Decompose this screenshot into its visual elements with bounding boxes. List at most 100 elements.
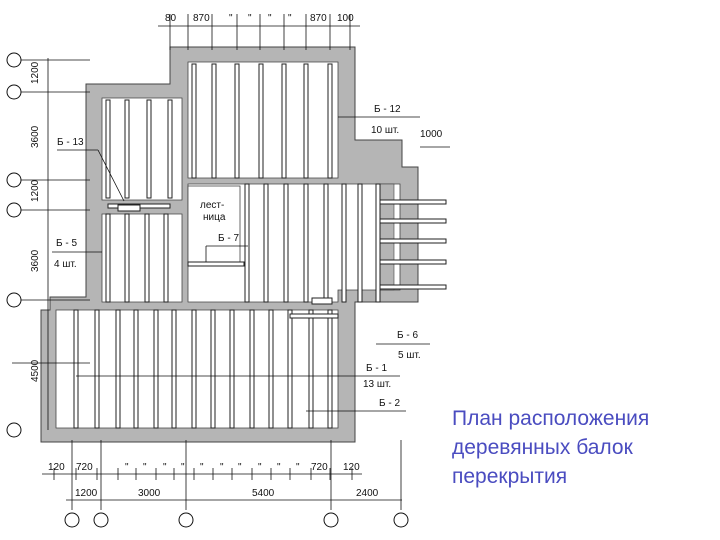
dim-bot1-1: 720 (76, 462, 93, 473)
label-b1-qty: 13 шт. (363, 379, 391, 390)
beam-south-0 (73, 309, 79, 429)
label-stair-2: ница (203, 212, 226, 223)
beam-b13-support (117, 204, 141, 212)
dim-top-1: 870 (193, 13, 210, 24)
beam-north-3 (258, 63, 264, 179)
beam-center-6 (357, 183, 363, 303)
beam-b6-4 (379, 284, 447, 290)
beam-b6-3 (379, 259, 447, 265)
label-b13: Б - 13 (57, 137, 84, 148)
dim-bot1-6: " (200, 462, 204, 473)
caption-line-2: деревянных балок (452, 436, 633, 459)
beam-west-3 (163, 213, 169, 303)
grid-circle-left-0 (6, 52, 22, 68)
dim-top-2: " (229, 13, 233, 24)
dim-bot1-10: " (277, 462, 281, 473)
label-b1: Б - 1 (366, 363, 387, 374)
label-b6-qty: 5 шт. (398, 350, 421, 361)
caption-line-1: План расположения (452, 407, 650, 430)
plan-caption: План расположения деревянных балок перек… (452, 404, 714, 491)
beam-north-1 (211, 63, 217, 179)
beam-south-11 (287, 309, 293, 429)
grid-circle-bottom-2 (178, 512, 194, 528)
dim-bot1-3: " (143, 462, 147, 473)
dim-left-2: 1200 (30, 179, 41, 202)
room-south (55, 309, 339, 429)
beam-b6-1 (379, 218, 447, 224)
beam-south-10 (268, 309, 274, 429)
label-b12: Б - 12 (374, 104, 401, 115)
dim-bot1-5: " (181, 462, 185, 473)
room-center (187, 183, 401, 303)
dim-top-5: " (288, 13, 292, 24)
beam-south-1 (94, 309, 100, 429)
beam-south-5 (171, 309, 177, 429)
dim-bot1-11: " (296, 462, 300, 473)
grid-circle-bottom-4 (393, 512, 409, 528)
dim-bot1-8: " (238, 462, 242, 473)
grid-circle-bottom-1 (93, 512, 109, 528)
dimension-text-left: 1200 3600 1200 3600 4500 (30, 61, 41, 382)
dimension-text-bottom-2: 1200 3000 5400 2400 (75, 488, 379, 499)
beam-nw-1 (124, 99, 130, 199)
beam-north-4 (281, 63, 287, 179)
beam-center-3 (303, 183, 309, 303)
leader-b13-diag (97, 149, 125, 202)
beam-south-4 (153, 309, 159, 429)
grid-circle-bottom-0 (64, 512, 80, 528)
beams (73, 63, 381, 429)
b6-beams (117, 199, 447, 305)
label-b7: Б - 7 (218, 233, 239, 244)
beam-b6-2 (379, 238, 447, 244)
grid-circle-left-4 (6, 292, 22, 308)
label-b5-qty: 4 шт. (54, 259, 77, 270)
room-west (101, 213, 183, 303)
dim-bot2-1: 3000 (138, 488, 161, 499)
dim-top-3: " (248, 13, 252, 24)
dim-bot1-2: " (125, 462, 129, 473)
grid-axes (6, 52, 409, 528)
label-b5: Б - 5 (56, 238, 77, 249)
beam-south-12 (308, 309, 314, 429)
dim-bot2-0: 1200 (75, 488, 98, 499)
stair-well (187, 185, 241, 265)
grid-circle-left-5 (6, 422, 22, 438)
beam-labels: Б - 13 Б - 12 10 шт. лест- ница Б - 7 Б … (54, 104, 421, 409)
beam-south-7 (210, 309, 216, 429)
beam-north-2 (234, 63, 240, 179)
dimension-lines (12, 14, 450, 510)
beam-b7 (187, 261, 245, 267)
beam-b6-0 (379, 199, 447, 205)
beam-south-8 (229, 309, 235, 429)
dim-top-0: 80 (165, 13, 177, 24)
beam-center-1 (263, 183, 269, 303)
label-stair-1: лест- (200, 200, 224, 211)
dim-bot1-0: 120 (48, 462, 65, 473)
room-northwest (101, 97, 183, 201)
beam-nw-0 (105, 99, 111, 199)
beam-nw-2 (146, 99, 152, 199)
beam-south-13 (327, 309, 333, 429)
beam-center-4 (323, 183, 329, 303)
beam-south-header (289, 313, 339, 319)
beam-nw-3 (167, 99, 173, 199)
dim-bot1-13: 120 (343, 462, 360, 473)
caption-line-3: перекрытия (452, 465, 568, 488)
beam-south-2 (115, 309, 121, 429)
beam-center-5 (341, 183, 347, 303)
beam-center-2 (283, 183, 289, 303)
label-b12-qty: 10 шт. (371, 125, 399, 136)
dim-bot1-9: " (258, 462, 262, 473)
beam-b6-support (311, 297, 333, 305)
dim-top-4: " (268, 13, 272, 24)
dim-top-6: 870 (310, 13, 327, 24)
beam-north-6 (327, 63, 333, 179)
dim-bot2-3: 2400 (356, 488, 379, 499)
grid-circle-left-1 (6, 84, 22, 100)
beam-west-2 (144, 213, 150, 303)
grid-circle-left-2 (6, 172, 22, 188)
beam-north-5 (303, 63, 309, 179)
leader-lines (52, 116, 430, 412)
